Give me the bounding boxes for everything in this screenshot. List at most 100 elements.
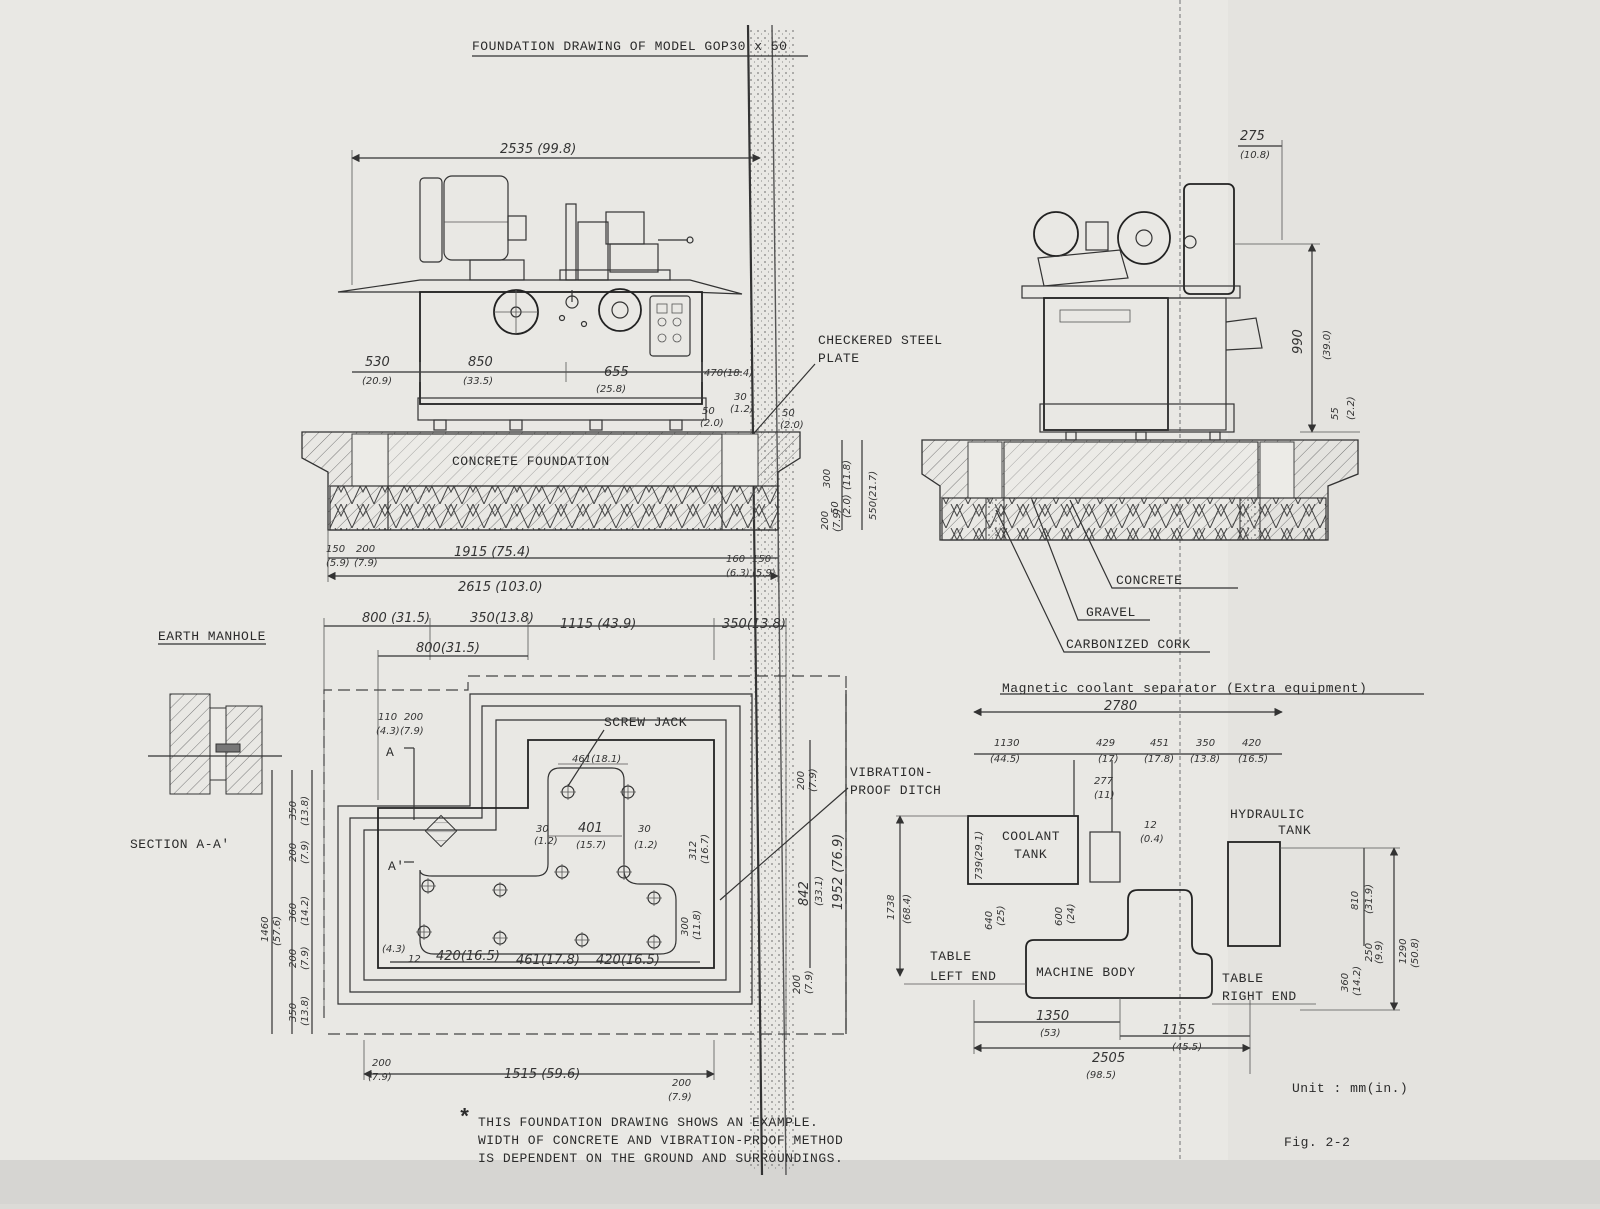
dim-739: 739(29.1) — [974, 831, 985, 880]
dim-200c-in: (7.9) — [400, 726, 424, 737]
dim-350d: 350 — [288, 1003, 299, 1022]
vibration-ditch-label-1: VIBRATION- — [850, 765, 933, 780]
dim-842-in: (33.1) — [814, 876, 825, 906]
dim-360b-in: (14.2) — [1352, 966, 1363, 996]
dim-360b: 360 — [1340, 973, 1351, 992]
earth-manhole-label: EARTH MANHOLE — [158, 629, 266, 644]
carbonized-cork-label: CARBONIZED CORK — [1066, 637, 1191, 652]
coolant-tank-label-2: TANK — [1014, 847, 1047, 862]
dim-160: 160 — [726, 554, 745, 565]
dim-990-in: (39.0) — [1322, 330, 1333, 360]
desk-bottom — [0, 1160, 1600, 1204]
dim-842: 842 — [797, 881, 812, 906]
dim-429-in: (17) — [1098, 754, 1119, 765]
note-line-3: IS DEPENDENT ON THE GROUND AND SURROUNDI… — [478, 1151, 843, 1166]
page-title: FOUNDATION DRAWING OF MODEL GOP30 x 50 — [472, 39, 787, 54]
dim-420: 420(16.5) — [436, 949, 500, 964]
dim-1952: 1952 (76.9) — [831, 834, 846, 910]
dim-312: 312 — [688, 841, 699, 860]
dim-300-in: (11.8) — [842, 460, 853, 490]
gravel-label: GRAVEL — [1086, 605, 1136, 620]
dim-850-in: (33.5) — [463, 376, 493, 387]
dim-1515: 1515 (59.6) — [504, 1067, 580, 1082]
dim-2505-in: (98.5) — [1086, 1070, 1116, 1081]
separator-label: Magnetic coolant separator (Extra equipm… — [1002, 681, 1367, 696]
dim-200j-in: (7.9) — [668, 1092, 692, 1103]
handwheel-right — [598, 288, 642, 332]
dim-640: 640 — [984, 911, 995, 930]
dim-200h-in: (7.9) — [368, 1072, 392, 1083]
dim-277-in: (11) — [1094, 790, 1115, 801]
dim-1738: 1738 — [886, 895, 897, 920]
dim-420c: 420 — [1242, 738, 1261, 749]
dim-350c: 350 — [288, 801, 299, 820]
dim-50c-in: (2.0) — [842, 494, 853, 518]
dim-530-in: (20.9) — [362, 376, 392, 387]
dim-300c: 300 — [680, 917, 691, 936]
table-left-label-2: LEFT END — [930, 969, 996, 984]
grinder-machine-side — [337, 175, 743, 431]
dim-530: 530 — [365, 355, 390, 370]
dim-350b: 350(13.8) — [722, 617, 786, 632]
dim-12: 12 — [408, 954, 421, 965]
figure-number: Fig. 2-2 — [1284, 1135, 1350, 1150]
checkered-plate-label-2: PLATE — [818, 351, 860, 366]
dim-640-in: (25) — [996, 905, 1007, 926]
dim-1290: 1290 — [1398, 939, 1409, 964]
dim-350e-in: (13.8) — [1190, 754, 1220, 765]
dim-312-in: (16.7) — [700, 834, 711, 864]
grinder-machine-end — [1021, 183, 1263, 441]
vibration-ditch-label-2: PROOF DITCH — [850, 783, 941, 798]
ditch-outline-2 — [349, 705, 741, 993]
separator-box — [1089, 831, 1121, 883]
binding-strip — [746, 24, 796, 1176]
table-right-label-2: RIGHT END — [1222, 989, 1297, 1004]
dim-1290-in: (50.8) — [1410, 938, 1421, 968]
control-panel — [649, 295, 691, 357]
plan-view: 800 (31.5) 350(13.8) 1115 (43.9) 350(13.… — [260, 611, 941, 1103]
dim-550: 550(21.7) — [868, 471, 879, 520]
dim-150-in: (5.9) — [326, 558, 350, 569]
dim-55-in: (2.2) — [1346, 396, 1357, 420]
note-line-1: THIS FOUNDATION DRAWING SHOWS AN EXAMPLE… — [478, 1115, 818, 1130]
dim-12b: 12 — [1144, 820, 1157, 831]
table-left-label-1: TABLE — [930, 949, 972, 964]
dim-401-in: (15.7) — [576, 840, 606, 851]
hydraulic-tank-label-2: TANK — [1278, 823, 1311, 838]
dim-110: 110 — [378, 712, 397, 723]
dim-200-in: (7.9) — [354, 558, 378, 569]
section-marker-a2: A' — [388, 859, 405, 874]
screw-jack-label: SCREW JACK — [604, 715, 687, 730]
dim-50a-in: (2.0) — [700, 418, 724, 429]
dim-600-in: (24) — [1066, 903, 1077, 924]
dim-2780: 2780 — [1104, 699, 1137, 714]
dim-55: 55 — [1330, 407, 1341, 420]
dim-200c: 200 — [404, 712, 423, 723]
dim-50a: 50 — [702, 406, 715, 417]
dim-850: 850 — [468, 355, 493, 370]
dim-1115: 1115 (43.9) — [560, 617, 636, 632]
pit-outline — [377, 739, 715, 969]
dim-30b: 30 — [536, 824, 549, 835]
dim-1915: 1915 (75.4) — [454, 545, 530, 560]
foundation-outer-dashed — [323, 675, 847, 1035]
unit-label: Unit : mm(in.) — [1292, 1081, 1408, 1096]
dim-810: 810 — [1350, 891, 1361, 910]
earth-pad — [424, 814, 458, 848]
concrete-foundation-label: CONCRETE FOUNDATION — [452, 454, 610, 469]
dim-1130: 1130 — [994, 738, 1019, 749]
note-line-2: WIDTH OF CONCRETE AND VIBRATION-PROOF ME… — [478, 1133, 843, 1148]
dim-200g: 200 — [288, 949, 299, 968]
dim-160-in: (6.3) — [726, 568, 750, 579]
table-right-label-1: TABLE — [1222, 971, 1264, 986]
dim-300: 300 — [822, 469, 833, 488]
dim-461b: 461(17.8) — [516, 953, 580, 968]
dim-4-3: (4.3) — [382, 944, 406, 955]
dim-420b: 420(16.5) — [596, 953, 660, 968]
dim-350e: 350 — [1196, 738, 1215, 749]
dim-200d: 200 — [796, 771, 807, 790]
dim-800: 800 (31.5) — [362, 611, 430, 626]
dim-461: 461(18.1) — [572, 754, 621, 765]
concrete-foundation-side — [301, 431, 801, 531]
